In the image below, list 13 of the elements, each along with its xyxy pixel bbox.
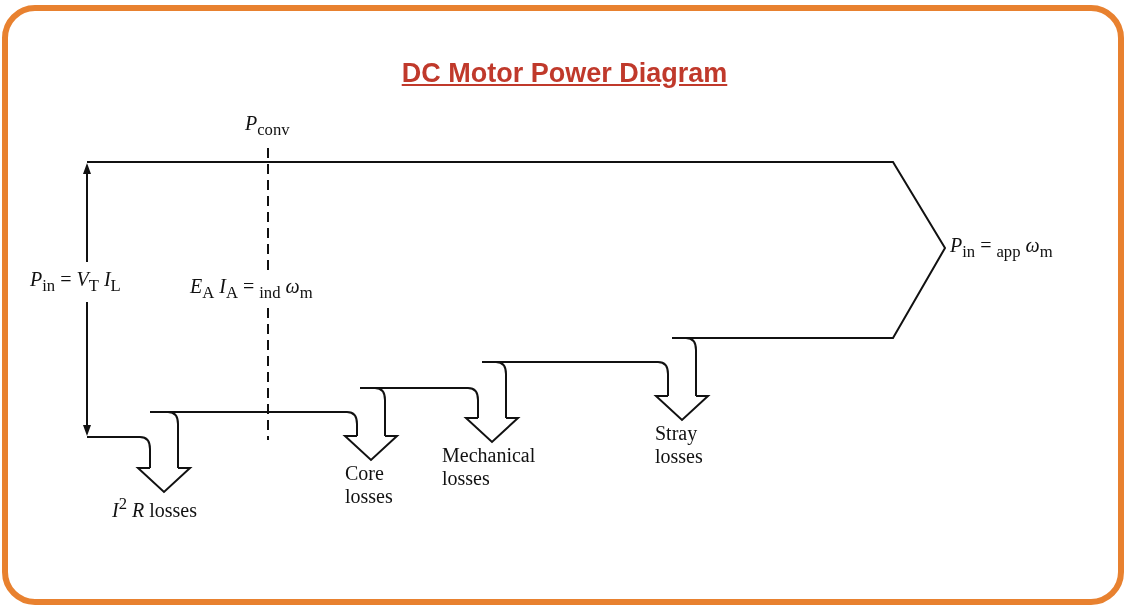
formula-label: E$_{A}$ I$_{A}$ = $_{ind}$ ω$_{m}$	[190, 275, 313, 303]
power-label: P$_{conv}$	[245, 112, 290, 140]
loss-arrow	[344, 387, 398, 461]
formula-label: P$_{in}$ = V$_{T}$ I$_{L}$	[30, 268, 121, 296]
loss-arrow	[465, 361, 519, 443]
loss-label: Core losses	[345, 462, 407, 508]
diagram-title: DC Motor Power Diagram	[401, 58, 728, 88]
loss-arrow	[655, 337, 709, 421]
loss-arrow	[137, 411, 191, 493]
loss-label: Stray losses	[655, 422, 717, 468]
loss-label: Mechanical losses	[442, 444, 552, 490]
loss-label: I$^{2}$ R losses	[112, 494, 197, 522]
formula-label: P$_{in}$ = $_{app}$ ω$_{m}$	[950, 234, 1053, 262]
